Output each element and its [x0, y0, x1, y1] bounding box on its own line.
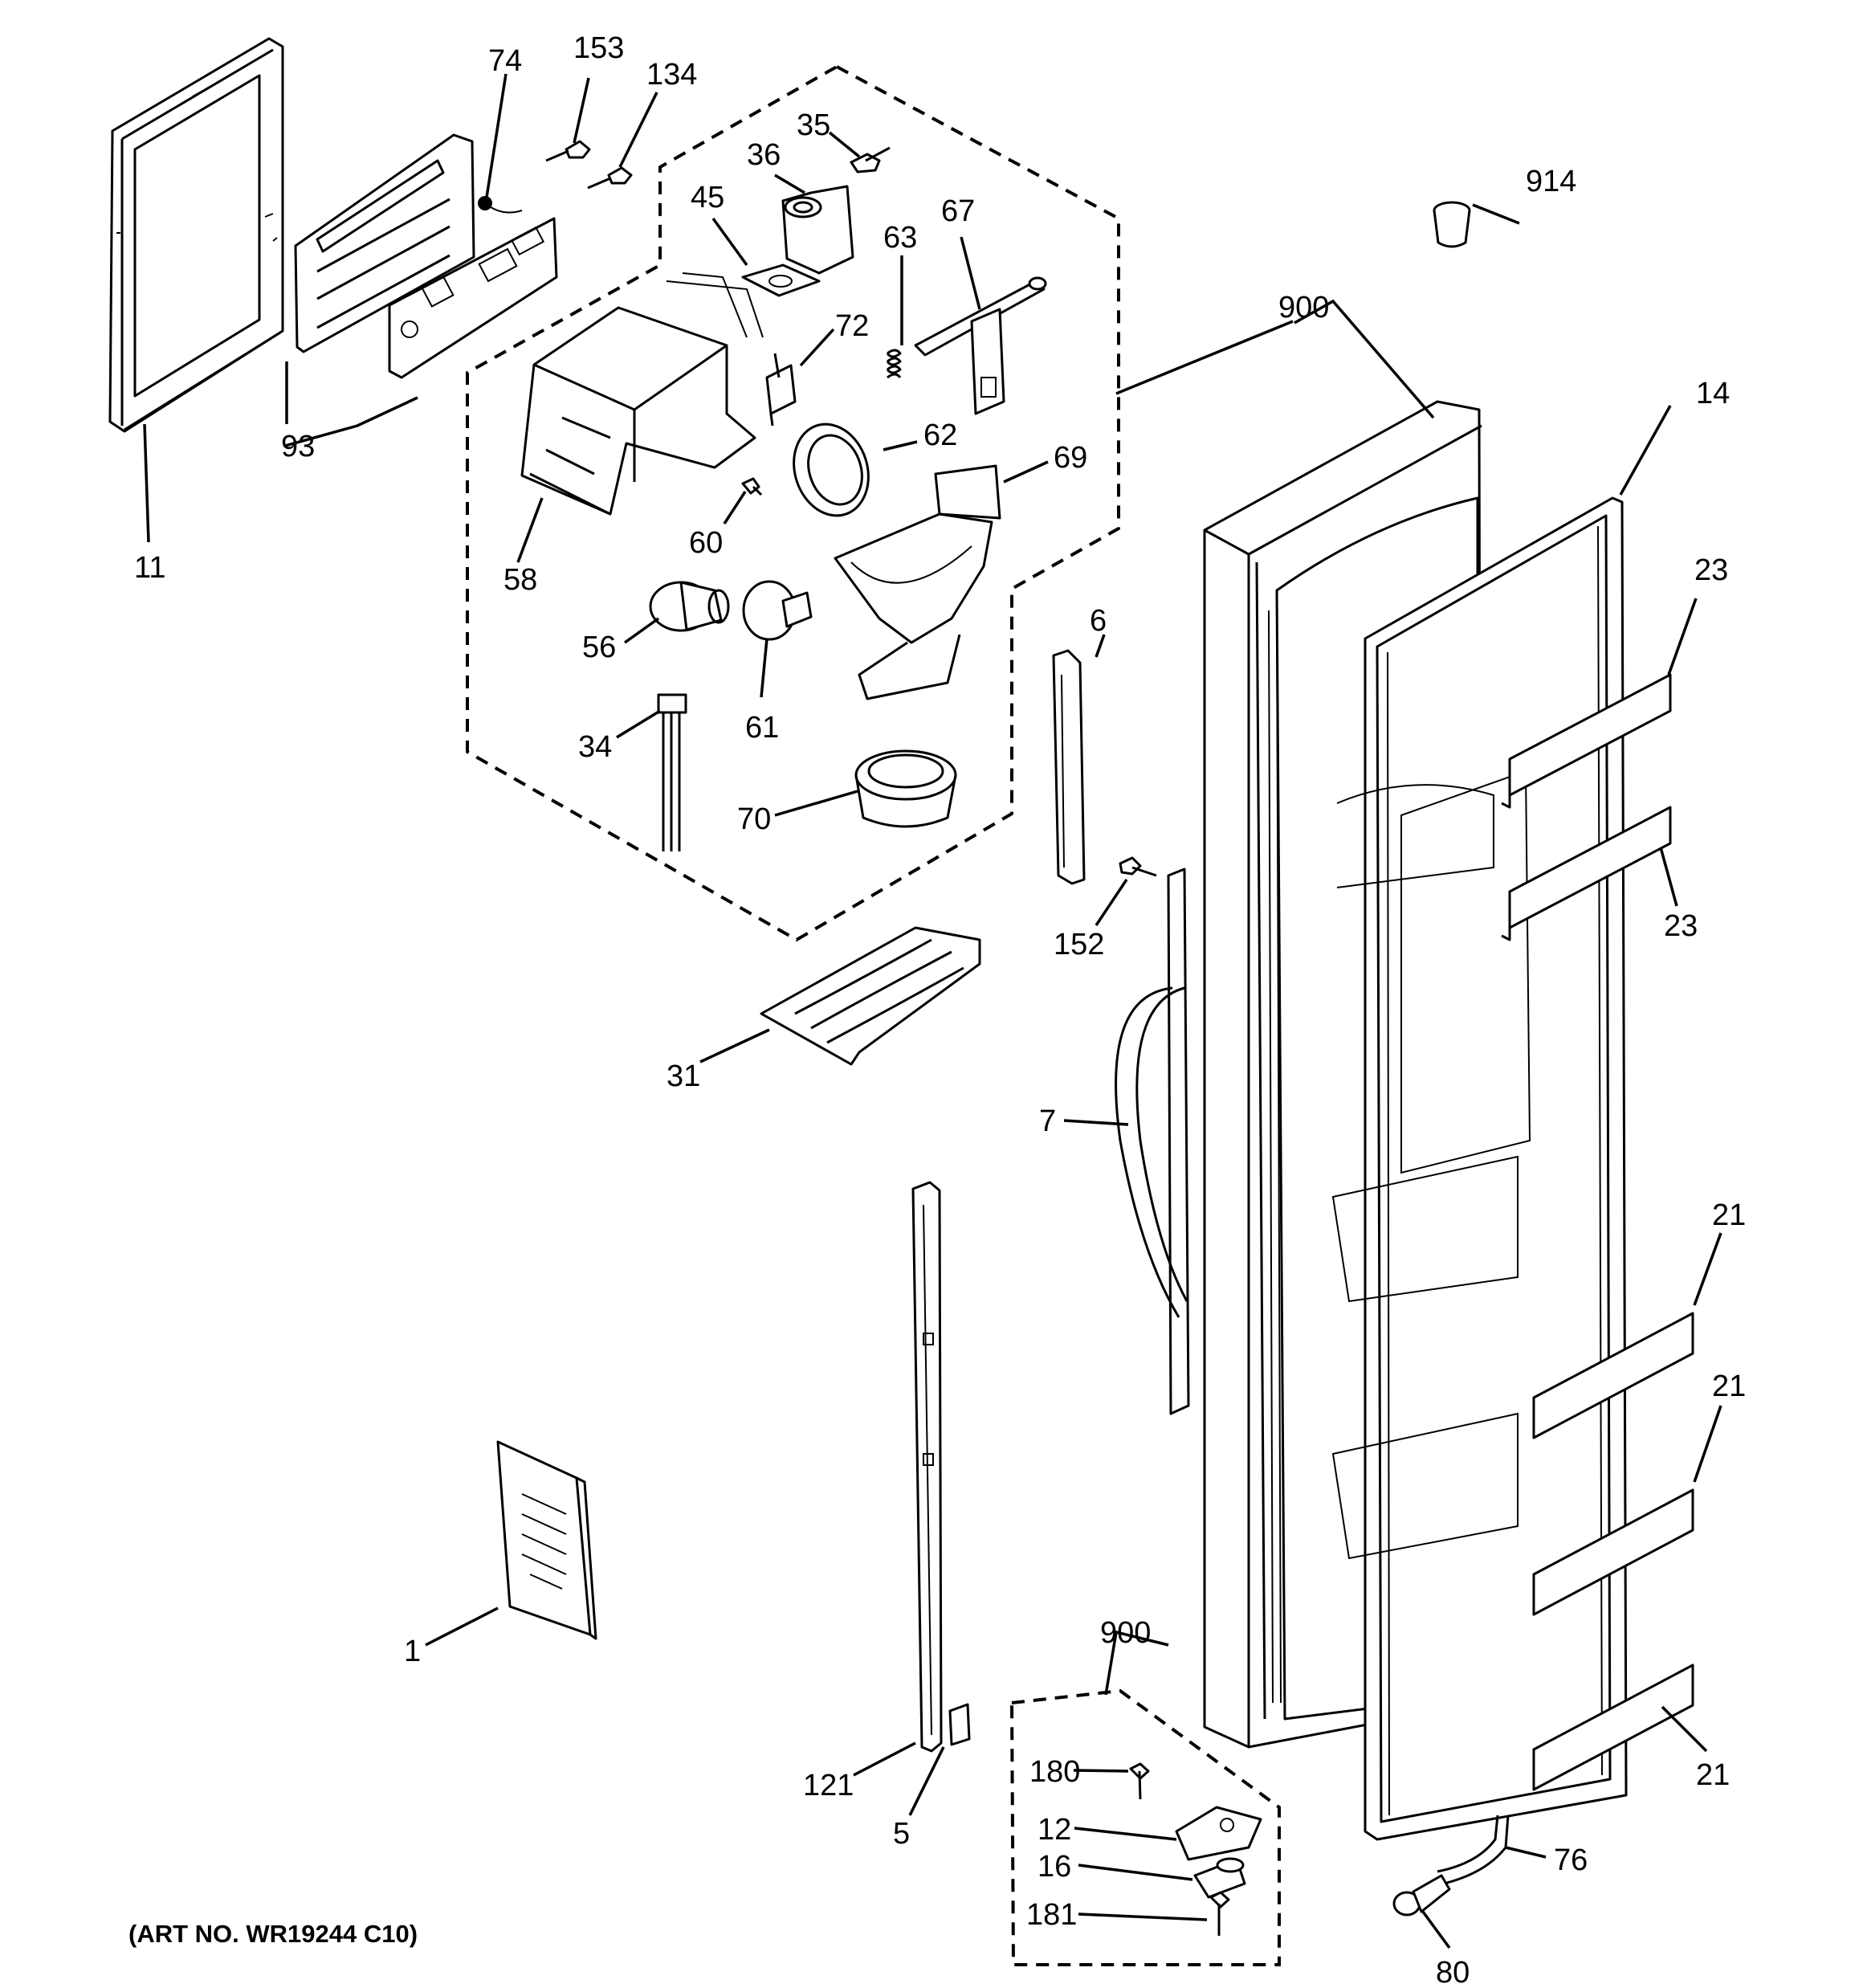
callout-35: 35: [797, 108, 830, 142]
callout-70: 70: [737, 802, 771, 836]
trim-strip-part-6: [1052, 649, 1086, 885]
callout-80: 80: [1436, 1956, 1470, 1988]
callout-6: 6: [1090, 604, 1107, 638]
callout-11: 11: [134, 551, 165, 585]
callout-16: 16: [1037, 1850, 1071, 1884]
literature-part-1: [496, 1440, 597, 1640]
callout-1: 1: [404, 1635, 421, 1668]
bracket-part-45: [741, 263, 821, 297]
motor-part-56: [649, 581, 730, 632]
screw-part-152: [1119, 856, 1157, 877]
trim-strip-part-121: [911, 1181, 943, 1753]
hinge-bracket-part-12: [1175, 1806, 1262, 1861]
callout-5: 5: [893, 1817, 910, 1851]
coupling-part-61: [742, 580, 813, 641]
callout-181: 181: [1026, 1898, 1077, 1932]
wire-harness-part-34: [657, 693, 687, 851]
callout-914: 914: [1526, 165, 1576, 198]
ring-part-62: [793, 423, 870, 517]
shelf-bin-part-23-lower: [1501, 806, 1672, 941]
clip-part-5: [948, 1703, 971, 1746]
art-number: (ART NO. WR19244 C10): [128, 1920, 418, 1948]
hinge-kit-outline: [1009, 1688, 1281, 1966]
callout-93: 93: [281, 430, 315, 463]
callout-56: 56: [582, 631, 616, 664]
bushing-part-70: [854, 749, 957, 828]
callout-76: 76: [1554, 1843, 1588, 1877]
callout-900-top: 900: [1278, 291, 1329, 325]
door-bin-part-21-1: [1532, 1312, 1694, 1439]
callout-36: 36: [747, 138, 781, 172]
screw-part-60: [741, 477, 763, 496]
callout-72: 72: [835, 309, 869, 343]
spring-part-63: [886, 349, 902, 379]
callout-180: 180: [1029, 1755, 1080, 1789]
funnel-part-69: [834, 464, 1001, 700]
callout-63: 63: [883, 221, 917, 255]
drip-tray-part-31: [760, 926, 981, 1066]
callout-21-2: 21: [1712, 1370, 1746, 1403]
door-bin-part-21-3: [1532, 1663, 1694, 1791]
hinge-pin-part-16: [1193, 1857, 1246, 1899]
fitting-part-80: [1392, 1874, 1451, 1917]
callout-14: 14: [1696, 377, 1730, 410]
screw-part-180: [1129, 1762, 1150, 1800]
water-tube-part-76: [1437, 1815, 1510, 1885]
callout-45: 45: [691, 181, 724, 214]
door-gasket-part-14: [1331, 496, 1628, 1841]
door-handle-part-7: [1115, 867, 1190, 1415]
switch-part-72: [765, 353, 797, 427]
callout-152: 152: [1054, 928, 1104, 961]
callout-58: 58: [503, 563, 537, 597]
callout-numbers: 11 93 74 153 134 35 36 45 63 67 72 62 69…: [134, 31, 1746, 1988]
callout-153: 153: [573, 31, 624, 65]
solenoid-part-36: [781, 185, 854, 275]
callout-23-lower: 23: [1664, 909, 1698, 943]
callout-31: 31: [667, 1059, 700, 1093]
callout-7: 7: [1039, 1104, 1056, 1138]
leader-lines: [143, 73, 1722, 1949]
dispenser-frame-part-11: [108, 37, 284, 433]
screw-part-153: [545, 140, 591, 162]
callout-69: 69: [1054, 441, 1087, 475]
callout-61: 61: [745, 711, 779, 745]
ice-chute-housing-part-58: [520, 272, 764, 516]
door-bin-part-21-2: [1532, 1488, 1694, 1616]
callout-900-bottom: 900: [1100, 1616, 1151, 1650]
lever-part-67: [914, 276, 1047, 415]
cap-part-914: [1433, 201, 1471, 248]
callout-23-upper: 23: [1694, 553, 1728, 587]
callout-60: 60: [689, 526, 723, 560]
screw-part-35: [850, 146, 891, 173]
dispenser-assembly-outline: [466, 64, 1120, 942]
callout-121: 121: [803, 1769, 854, 1802]
callout-21-1: 21: [1712, 1198, 1746, 1232]
callout-21-3: 21: [1696, 1758, 1730, 1792]
callout-134: 134: [646, 58, 697, 92]
callout-34: 34: [578, 730, 612, 764]
shelf-bin-part-23-upper: [1501, 673, 1672, 809]
callout-62: 62: [923, 418, 957, 452]
control-board-part-93: [294, 133, 558, 379]
callout-12: 12: [1037, 1813, 1071, 1847]
callout-67: 67: [941, 194, 975, 228]
screw-part-181: [1209, 1891, 1230, 1936]
screw-part-134: [587, 166, 633, 190]
callout-74: 74: [488, 44, 522, 78]
